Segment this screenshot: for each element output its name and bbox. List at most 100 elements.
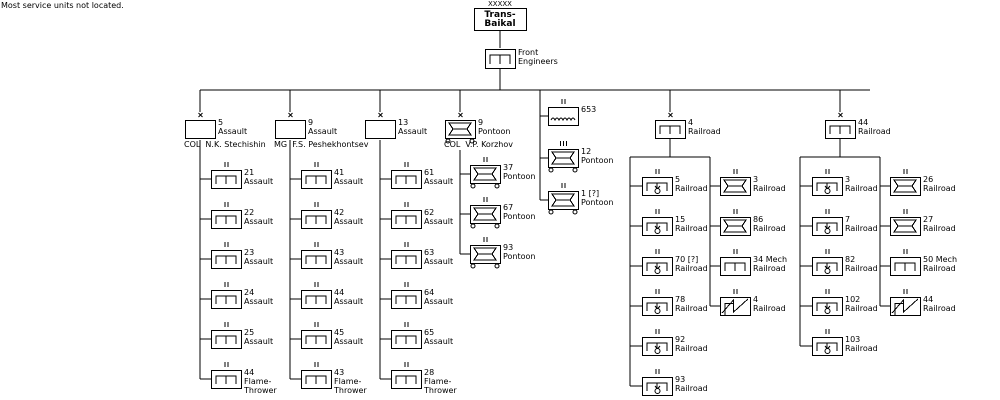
battalion-symbol (642, 297, 673, 316)
battalion-symbol (812, 177, 843, 196)
battalion-label: 93 Pontoon (503, 243, 536, 261)
battalion-symbol (890, 297, 921, 316)
battalion-label: 26 Railroad (923, 175, 956, 193)
echelon-mark (314, 242, 319, 247)
echelon-mark (314, 162, 319, 167)
brigade-label: 13 Assault (398, 118, 428, 136)
brigade-label: 44 Railroad (858, 118, 891, 136)
battalion-label: 44 Assault (334, 288, 364, 306)
battalion-symbol (301, 370, 332, 389)
echelon-mark (404, 322, 409, 327)
battalion-label: 86 Railroad (753, 215, 786, 233)
echelon-mark (838, 112, 843, 118)
echelon-mark (561, 99, 566, 104)
battalion-label: 65 Assault (424, 328, 454, 346)
echelon-mark (458, 112, 463, 118)
battalion-label: 50 Mech Railroad (923, 255, 958, 273)
front-engineers-symbol (485, 49, 516, 69)
battalion-symbol (720, 217, 751, 236)
echelon-mark (404, 242, 409, 247)
battalion-label: 63 Assault (424, 248, 454, 266)
echelon-mark (655, 369, 660, 374)
echelon-mark (733, 209, 738, 214)
echelon-mark (733, 289, 738, 294)
echelon-mark (224, 242, 229, 247)
echelon-mark (655, 209, 660, 214)
battalion-symbol (720, 297, 751, 316)
echelon-mark (314, 282, 319, 287)
hq-echelon: XXXXX (488, 0, 512, 8)
battalion-label: 41 Assault (334, 168, 364, 186)
battalion-symbol (470, 245, 501, 269)
battalion-symbol (642, 217, 673, 236)
battalion-symbol (642, 377, 673, 396)
battalion-symbol (890, 177, 921, 196)
battalion-label: 43 Assault (334, 248, 364, 266)
hq-name: Trans-Baikal (484, 10, 515, 29)
battalion-label: 3 Railroad (845, 175, 878, 193)
battalion-symbol (548, 149, 579, 173)
battalion-label: 82 Railroad (845, 255, 878, 273)
battalion-symbol (548, 107, 579, 126)
battalion-symbol (391, 330, 422, 349)
battalion-symbol (812, 337, 843, 356)
echelon-mark (378, 112, 383, 118)
echelon-mark (224, 162, 229, 167)
battalion-symbol (301, 250, 332, 269)
echelon-mark (224, 282, 229, 287)
battalion-label: 15 Railroad (675, 215, 708, 233)
battalion-symbol (720, 257, 751, 276)
echelon-mark (903, 249, 908, 254)
brigade-symbol (445, 120, 476, 144)
commander-label: COL N.K. Stechishin (184, 140, 266, 149)
echelon-mark (655, 329, 660, 334)
battalion-symbol (391, 370, 422, 389)
echelon-mark (825, 289, 830, 294)
battalion-label: 61 Assault (424, 168, 454, 186)
echelon-mark (404, 362, 409, 367)
echelon-mark (561, 183, 566, 188)
commander-label: COL V.P. Korzhov (444, 140, 514, 149)
echelon-mark (668, 112, 673, 118)
battalion-label: 12 Pontoon (581, 147, 614, 165)
battalion-label: 21 Assault (244, 168, 274, 186)
battalion-label: 5 Railroad (675, 175, 708, 193)
battalion-label: 34 Mech Railroad (753, 255, 788, 273)
battalion-label: 67 Pontoon (503, 203, 536, 221)
brigade-symbol (275, 120, 306, 139)
echelon-mark (825, 169, 830, 174)
echelon-mark (314, 202, 319, 207)
battalion-label: 24 Assault (244, 288, 274, 306)
brigade-label: 9 Pontoon (478, 118, 511, 136)
echelon-mark (733, 169, 738, 174)
echelon-mark (903, 209, 908, 214)
battalion-symbol (391, 210, 422, 229)
battalion-symbol (890, 257, 921, 276)
battalion-symbol (548, 191, 579, 215)
battalion-symbol (391, 290, 422, 309)
battalion-label: 44 Flame- Thrower (244, 368, 277, 395)
battalion-label: 92 Railroad (675, 335, 708, 353)
battalion-label: 4 Railroad (753, 295, 786, 313)
front-engineers-label: Front Engineers (518, 48, 558, 66)
echelon-mark (483, 197, 488, 202)
battalion-symbol (642, 337, 673, 356)
echelon-mark (825, 329, 830, 334)
brigade-symbol (365, 120, 396, 139)
echelon-mark (825, 209, 830, 214)
battalion-label: 102 Railroad (845, 295, 878, 313)
battalion-symbol (301, 210, 332, 229)
battalion-label: 64 Assault (424, 288, 454, 306)
battalion-label: 7 Railroad (845, 215, 878, 233)
battalion-label: 23 Assault (244, 248, 274, 266)
echelon-mark (825, 249, 830, 254)
echelon-mark (483, 237, 488, 242)
echelon-mark (655, 169, 660, 174)
echelon-mark (404, 162, 409, 167)
battalion-label: 70 [?] Railroad (675, 255, 708, 273)
battalion-label: 27 Railroad (923, 215, 956, 233)
battalion-label: 653 (581, 105, 597, 114)
echelon-mark (198, 112, 203, 118)
battalion-symbol (812, 297, 843, 316)
